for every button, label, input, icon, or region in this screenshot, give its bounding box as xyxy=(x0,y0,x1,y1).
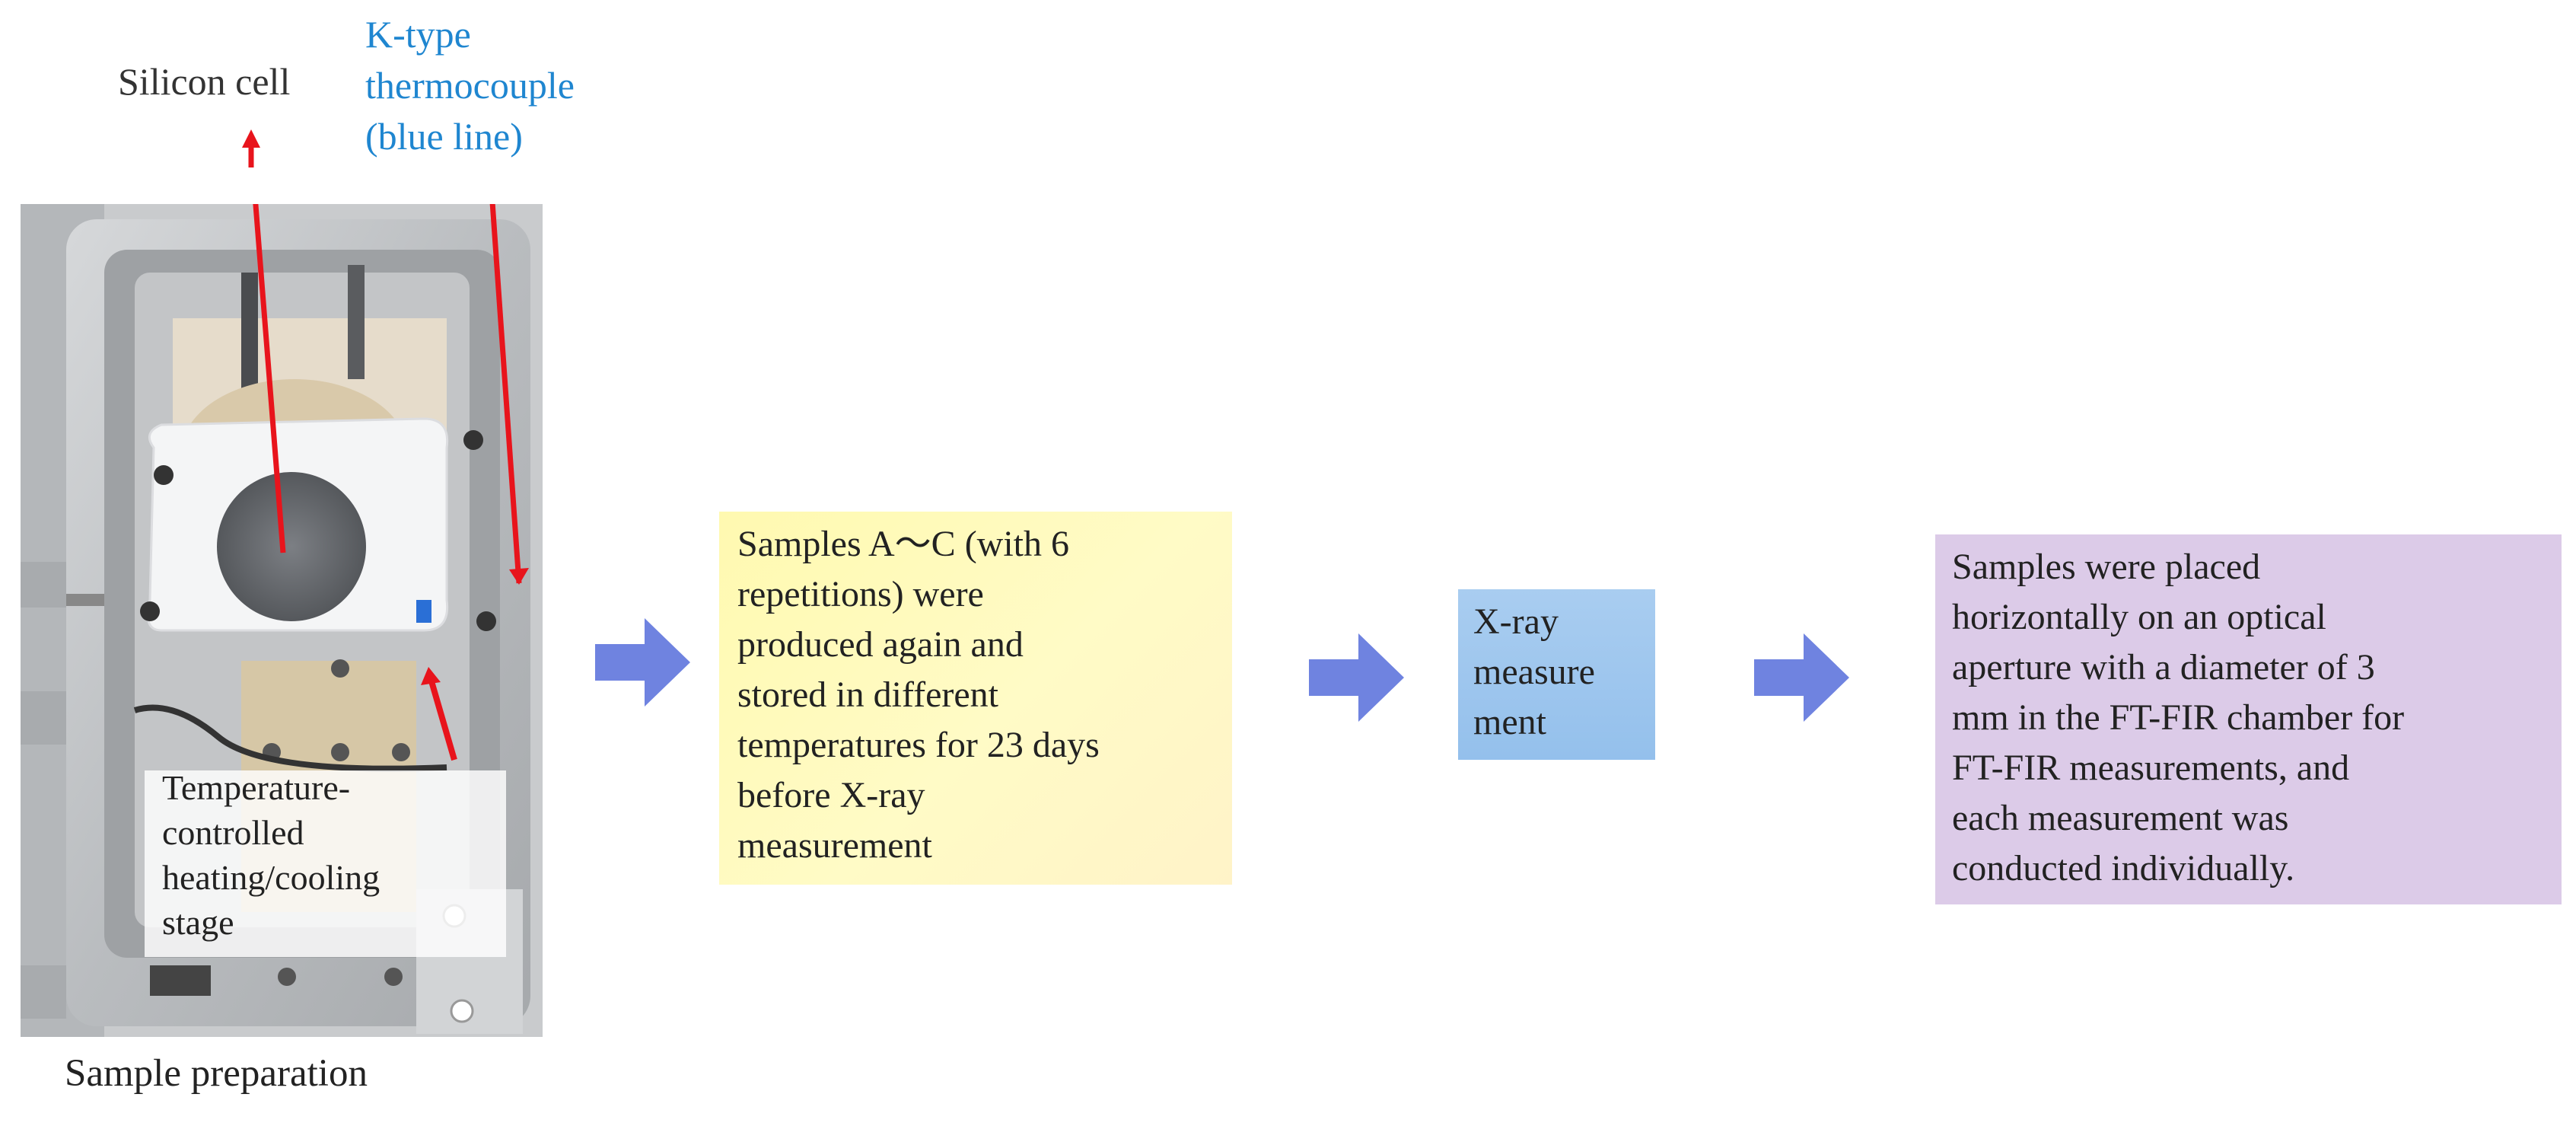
stage-label-line: controlled xyxy=(162,813,304,852)
thermocouple-pointer xyxy=(489,204,522,584)
step-line: X-ray xyxy=(1473,601,1559,642)
step-box-text: Samples were placed horizontally on an o… xyxy=(1952,542,2404,894)
thermocouple-label-line: (blue line) xyxy=(365,115,523,158)
step-line: Samples were placed xyxy=(1952,547,2261,587)
sample-preparation-caption: Sample preparation xyxy=(65,1052,368,1095)
stage-label-line: Temperature- xyxy=(162,768,351,807)
apparatus-photo xyxy=(21,204,543,1037)
step-line: ment xyxy=(1473,702,1546,742)
stage-label: Temperature- controlled heating/cooling … xyxy=(162,765,380,945)
step-line: conducted individually. xyxy=(1952,848,2295,888)
step-line: temperatures for 23 days xyxy=(737,725,1100,765)
stage-pointer xyxy=(427,675,457,761)
step-line: measurement xyxy=(737,825,932,866)
silicon-cell-pointer-head xyxy=(242,129,260,167)
step-line: stored in different xyxy=(737,675,999,715)
silicon-cell-pointer xyxy=(253,204,286,553)
thermocouple-label: K-type thermocouple (blue line) xyxy=(365,9,575,162)
step-box-text: Samples A～C (with 6 repetitions) were pr… xyxy=(737,519,1100,871)
step-box-storage: Samples A～C (with 6 repetitions) were pr… xyxy=(719,512,1232,885)
flow-arrow-3 xyxy=(1754,633,1849,722)
step-line: before X-ray xyxy=(737,775,925,815)
thermocouple-label-line: thermocouple xyxy=(365,64,575,107)
silicon-cell-label: Silicon cell xyxy=(118,60,291,103)
flow-arrow-2 xyxy=(1309,633,1404,722)
flow-arrow-1 xyxy=(595,618,690,707)
step-line: produced again and xyxy=(737,624,1024,665)
step-line: FT-FIR measurements, and xyxy=(1952,748,2350,788)
stage-label-line: heating/cooling xyxy=(162,858,381,897)
step-line: mm in the FT-FIR chamber for xyxy=(1952,697,2405,738)
step-box-ftfir: Samples were placed horizontally on an o… xyxy=(1935,534,2562,904)
step-line: measure xyxy=(1473,652,1595,692)
apparatus-illustration xyxy=(21,204,543,1037)
step-line: repetitions) were xyxy=(737,574,984,614)
step-line: horizontally on an optical xyxy=(1952,597,2326,637)
thermocouple-label-line: K-type xyxy=(365,13,471,56)
step-line: Samples A～C (with 6 xyxy=(737,524,1070,564)
stage-label-line: stage xyxy=(162,903,234,942)
stage-label-backdrop xyxy=(145,770,506,957)
step-line: each measurement was xyxy=(1952,798,2289,838)
step-box-text: X-ray measure ment xyxy=(1473,597,1595,748)
step-line: aperture with a diameter of 3 xyxy=(1952,647,2375,687)
step-box-xray: X-ray measure ment xyxy=(1458,589,1655,760)
